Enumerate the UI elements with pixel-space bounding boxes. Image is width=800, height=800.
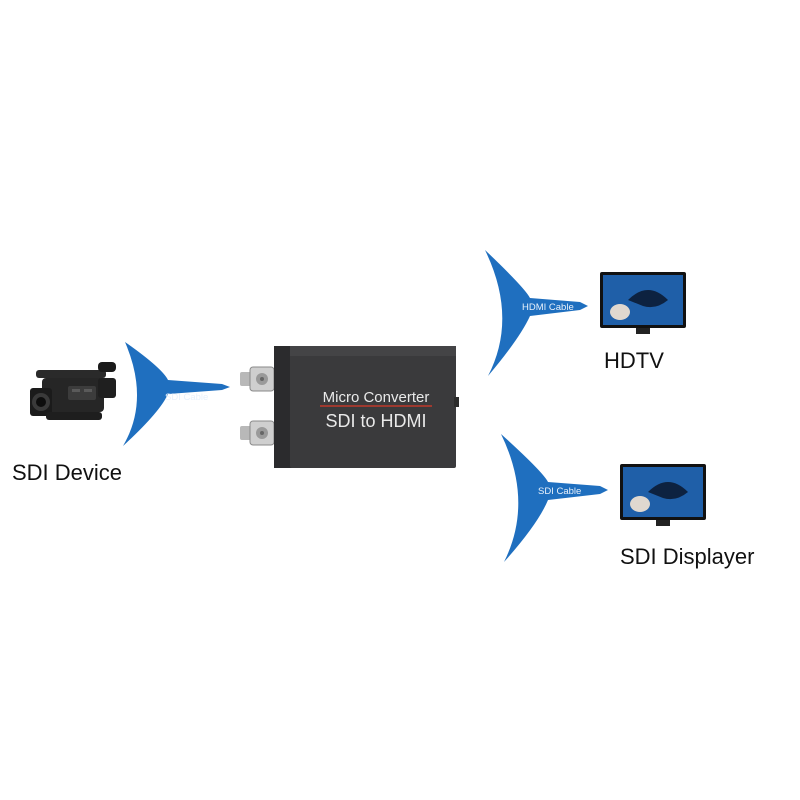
sdi-displayer-label: SDI Displayer	[620, 544, 755, 569]
hdtv-label: HDTV	[604, 348, 664, 373]
monitor-icon	[620, 464, 706, 526]
hdmi-cable-arrow: HDMI Cable	[485, 250, 588, 376]
sdi-cable-arrow: SDI Cable	[123, 342, 230, 446]
bnc-connector-bottom	[240, 420, 275, 446]
bnc-connector-top	[240, 366, 275, 392]
hdmi-cable-label: HDMI Cable	[522, 302, 574, 313]
sdi-out-cable-label: SDI Cable	[538, 486, 581, 497]
sdi-cable-label: SDI Cable	[165, 392, 208, 403]
converter-line1: Micro Converter	[323, 389, 430, 406]
converter-box-icon: Micro Converter SDI to HDMI	[240, 346, 459, 468]
tv-icon	[600, 272, 686, 334]
converter-line2: SDI to HDMI	[325, 411, 426, 431]
sdi-out-cable-arrow: SDI Cable	[501, 434, 608, 562]
camcorder-icon	[30, 362, 116, 420]
sdi-device-label: SDI Device	[12, 460, 123, 485]
